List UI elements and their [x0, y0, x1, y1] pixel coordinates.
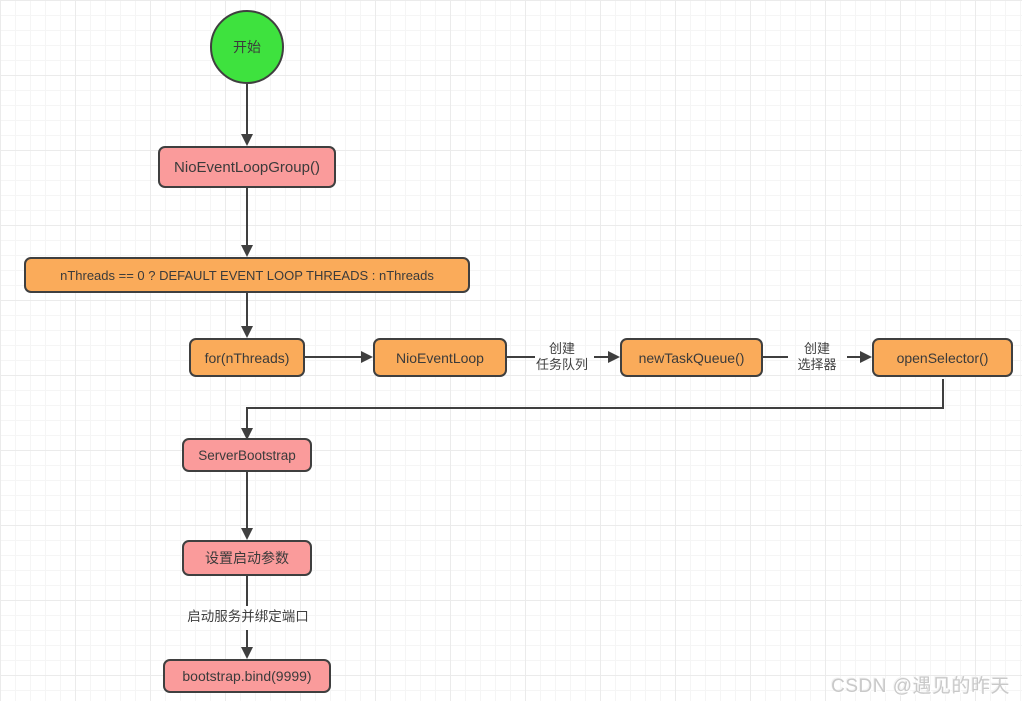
new-task-queue-label: newTaskQueue() — [638, 349, 745, 366]
nio-event-loop-group-label: NioEventLoopGroup() — [174, 158, 320, 176]
edge-label-line: 创建 — [548, 341, 575, 356]
server-bootstrap-node: ServerBootstrap — [182, 438, 312, 472]
arrowhead-down-icon — [241, 245, 253, 257]
edge-line — [594, 356, 608, 358]
arrowhead-down-icon — [241, 647, 253, 659]
server-bootstrap-label: ServerBootstrap — [198, 447, 296, 463]
edge-line — [246, 84, 248, 134]
edge-line — [246, 409, 248, 428]
open-selector-node: openSelector() — [872, 338, 1013, 377]
edge-line — [246, 472, 248, 528]
start-node: 开始 — [210, 10, 284, 84]
arrowhead-down-icon — [241, 326, 253, 338]
arrowhead-right-icon — [608, 351, 620, 363]
edge-label-line: 启动服务并绑定端口 — [187, 609, 309, 624]
arrowhead-down-icon — [241, 134, 253, 146]
nio-event-loop-node: NioEventLoop — [373, 338, 507, 377]
set-startup-params-label: 设置启动参数 — [205, 550, 289, 566]
bootstrap-bind-node: bootstrap.bind(9999) — [163, 659, 331, 693]
edge-line — [763, 356, 788, 358]
bootstrap-bind-label: bootstrap.bind(9999) — [182, 668, 312, 684]
edge-line — [246, 407, 944, 409]
edge-line — [246, 576, 248, 606]
edge-line — [942, 379, 944, 409]
edge-line — [246, 630, 248, 647]
arrowhead-down-icon — [241, 428, 253, 440]
arrowhead-right-icon — [860, 351, 872, 363]
arrowhead-down-icon — [241, 528, 253, 540]
edge-label-create-task-queue: 创建 任务队列 — [527, 341, 597, 373]
edge-line — [246, 188, 248, 245]
edge-line — [847, 356, 860, 358]
start-node-label: 开始 — [233, 39, 261, 55]
nthreads-ternary-node: nThreads == 0 ? DEFAULT EVENT LOOP THREA… — [24, 257, 470, 293]
edge-label-line: 任务队列 — [535, 357, 588, 372]
edge-line — [246, 293, 248, 326]
for-nthreads-label: for(nThreads) — [204, 349, 290, 366]
edge-label-line: 选择器 — [797, 357, 837, 372]
set-startup-params-node: 设置启动参数 — [182, 540, 312, 576]
csdn-watermark: CSDN @遇见的昨天 — [831, 676, 1010, 697]
edge-line — [507, 356, 535, 358]
nio-event-loop-label: NioEventLoop — [396, 349, 484, 366]
for-nthreads-node: for(nThreads) — [189, 338, 305, 377]
edge-label-line: 创建 — [803, 341, 830, 356]
nthreads-ternary-label: nThreads == 0 ? DEFAULT EVENT LOOP THREA… — [60, 267, 434, 283]
edge-label-bind-port: 启动服务并绑定端口 — [162, 609, 334, 625]
arrowhead-right-icon — [361, 351, 373, 363]
nio-event-loop-group-node: NioEventLoopGroup() — [158, 146, 336, 188]
new-task-queue-node: newTaskQueue() — [620, 338, 763, 377]
edge-label-create-selector: 创建 选择器 — [784, 341, 850, 373]
edge-line — [305, 356, 361, 358]
open-selector-label: openSelector() — [896, 349, 989, 366]
